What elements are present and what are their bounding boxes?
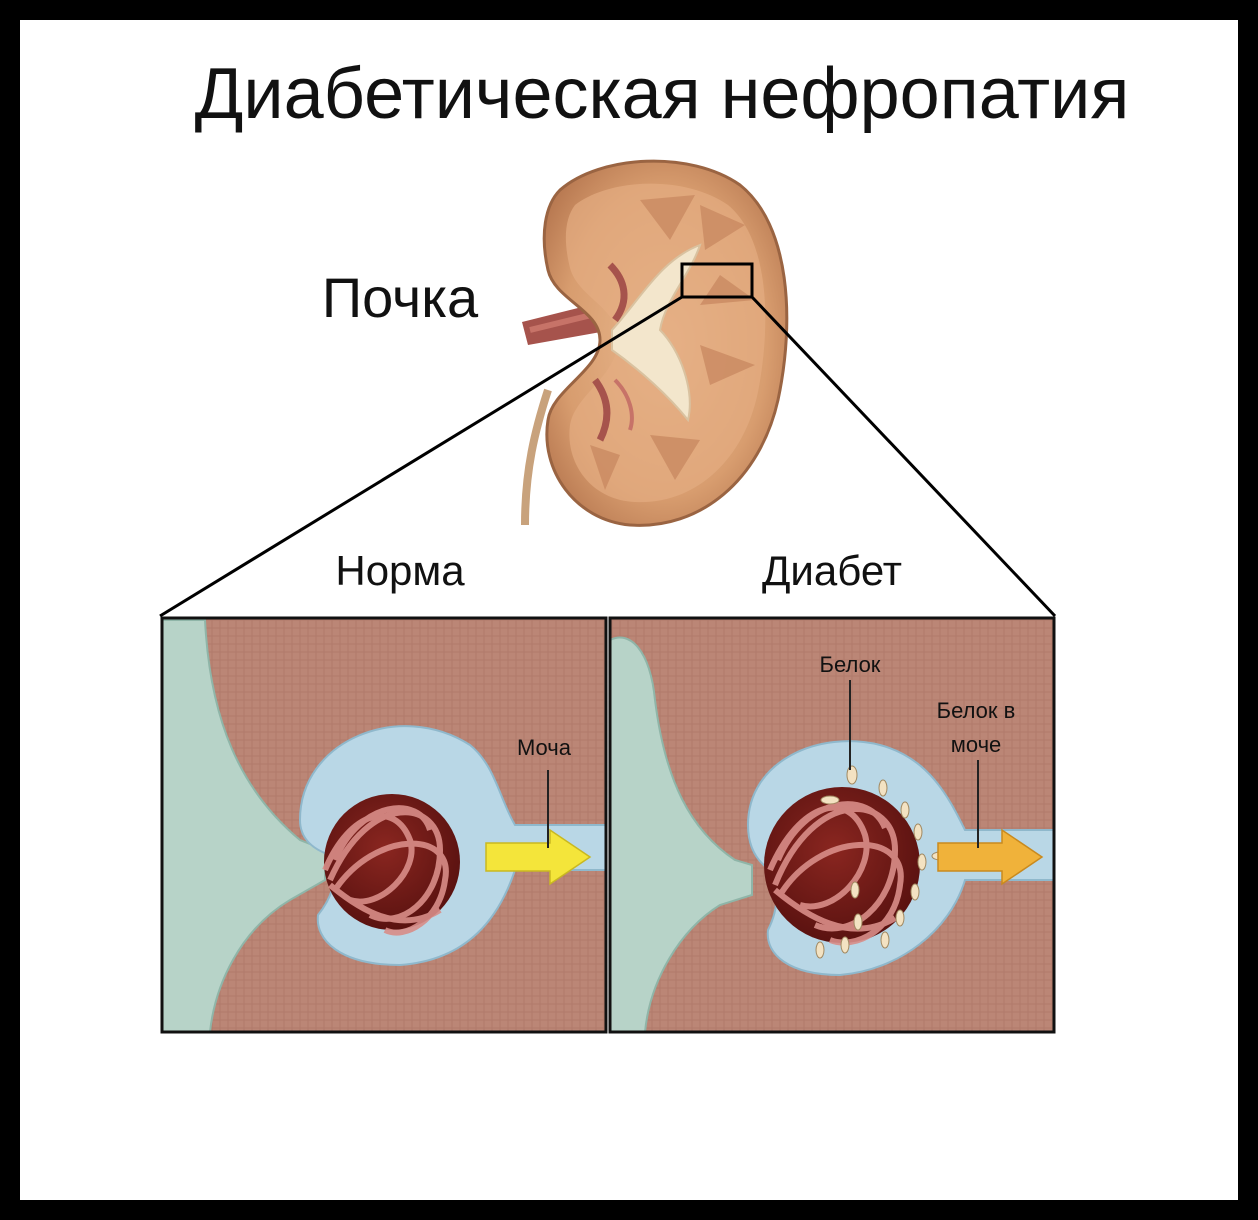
kidney-illustration [521,159,789,527]
zoom-line-left [159,295,683,618]
diagram-title: Диабетическая нефропатия [195,54,1130,134]
protein-label: Белок [820,652,881,677]
urine-arrow [485,828,592,886]
protein-urine-arrow [937,828,1044,886]
protein-in-urine-label-line1: Белок в [937,698,1016,723]
urine-label: Моча [517,735,572,760]
diabetes-panel [608,616,1056,1034]
kidney-label: Почка [322,266,479,329]
normal-heading: Норма [335,547,465,594]
diabetes-heading: Диабет [762,547,902,594]
protein-in-urine-label-line2: моче [951,732,1002,757]
normal-panel [160,616,608,1034]
protein-particles [815,765,949,959]
zoom-line-right [750,295,1057,618]
